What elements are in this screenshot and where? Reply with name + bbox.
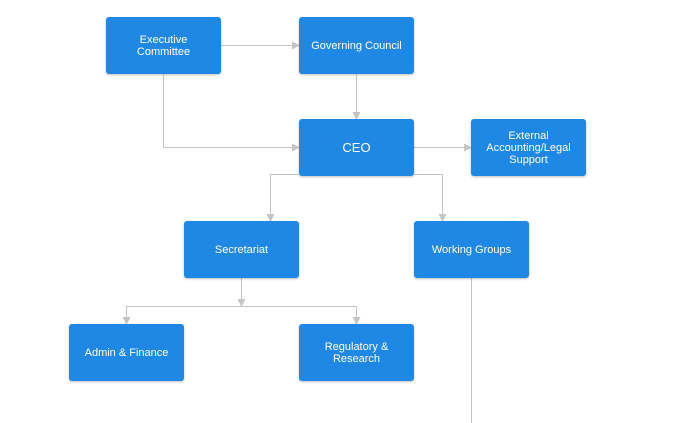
- node-label: Working Groups: [431, 243, 512, 256]
- node-executive-committee[interactable]: Executive Committee: [106, 17, 221, 74]
- node-ceo[interactable]: CEO: [299, 119, 414, 176]
- node-regulatory-research[interactable]: Regulatory & Research: [299, 324, 414, 381]
- node-label: Admin & Finance: [84, 346, 169, 359]
- node-external-accounting-legal-support[interactable]: External Accounting/Legal Support: [471, 119, 586, 176]
- node-admin-finance[interactable]: Admin & Finance: [69, 324, 184, 381]
- node-label: Governing Council: [311, 39, 402, 52]
- node-label: Regulatory & Research: [324, 340, 389, 365]
- node-label: Secretariat: [214, 243, 269, 256]
- node-working-groups[interactable]: Working Groups: [414, 221, 529, 278]
- node-governing-council[interactable]: Governing Council: [299, 17, 414, 74]
- node-label: CEO: [342, 139, 371, 155]
- edge-ceo-to-working-groups: [414, 174, 447, 222]
- edge-secretariat-to-regulatory: [241, 306, 361, 325]
- node-secretariat[interactable]: Secretariat: [184, 221, 299, 278]
- node-label: External Accounting/Legal Support: [486, 129, 571, 166]
- edge-ceo-to-secretariat: [266, 174, 299, 222]
- edge-exec-to-ceo: [163, 74, 300, 152]
- edge-secretariat-to-admin: [122, 306, 242, 325]
- node-label: Executive Committee: [136, 33, 191, 58]
